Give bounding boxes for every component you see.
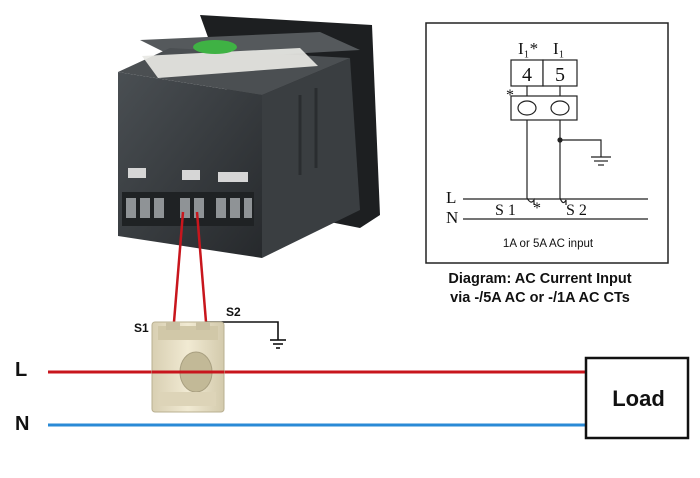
polarity-mark-top: *	[506, 87, 514, 104]
schematic-s1-label: S 1	[495, 202, 516, 219]
ct-terminal-block	[510, 95, 578, 121]
schematic-s2-label: S 2	[566, 202, 587, 219]
schematic-frame	[425, 22, 669, 264]
schematic-panel: I₁* I₁ 4 5 * L N S 1 * S 2 1A or 5A AC i…	[425, 22, 669, 264]
terminal-5-header: I₁	[553, 39, 565, 58]
line-label: L	[15, 359, 28, 381]
power-meter-rear-view	[118, 15, 380, 258]
current-transformer	[151, 321, 225, 413]
load-box	[584, 356, 690, 440]
caption-line-1: Diagram: AC Current Input	[448, 271, 632, 287]
polarity-mark-bottom: *	[533, 200, 541, 217]
ct-s1-label: S1	[134, 321, 149, 335]
terminal-5-box	[542, 59, 578, 87]
ct-ground	[206, 321, 286, 349]
neutral-label: N	[15, 413, 30, 435]
schematic-neutral-label: N	[446, 208, 458, 227]
load-label: Load	[612, 386, 665, 411]
terminal-4-label: 4	[522, 64, 532, 86]
terminal-4-header: I₁*	[518, 39, 538, 58]
input-note: 1A or 5A AC input	[503, 238, 594, 250]
terminal-5-label: 5	[555, 64, 565, 86]
diagram-caption: Diagram: AC Current Input via -/5A AC or…	[420, 270, 660, 308]
schematic-line-label: L	[446, 188, 456, 207]
ct-leads	[172, 211, 208, 323]
caption-line-2: via -/5A AC or -/1A AC CTs	[450, 290, 630, 306]
ct-s2-label: S2	[226, 305, 241, 319]
